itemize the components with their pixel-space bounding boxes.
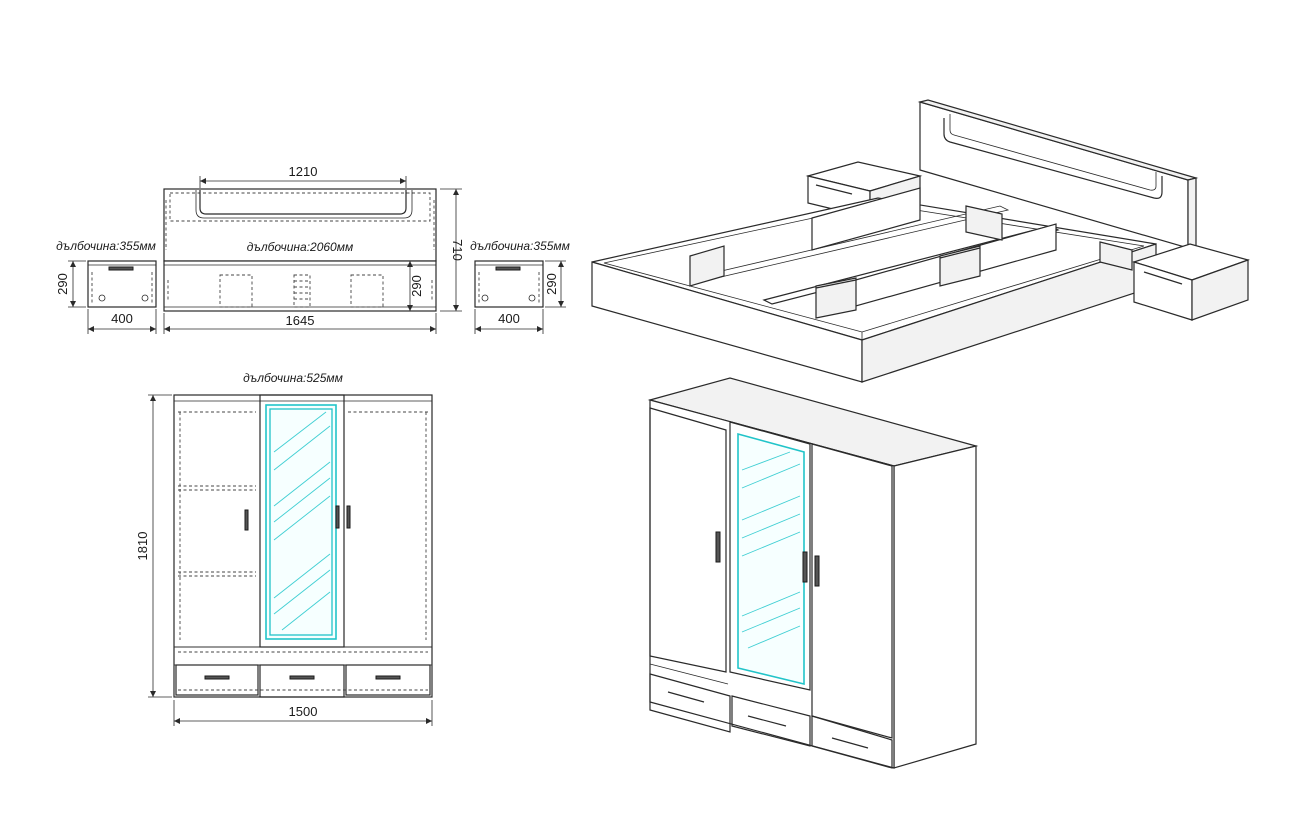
drawer-2-handle (289, 675, 315, 680)
wardrobe-handle-mirror (335, 505, 340, 529)
dimension-wardrobe-1810: 1810 (135, 394, 172, 698)
headboard-inner-outline (169, 192, 431, 222)
wardrobe-mirror (265, 404, 337, 640)
nightstand-left-front-view: 290 400 дълбочина:355мм (55, 239, 157, 334)
dim-nightstand-left-width: 400 (111, 311, 133, 326)
wardrobe-depth-label: дълбочина:525мм (243, 371, 343, 385)
bed-isometric-view (591, 99, 1250, 383)
iso-drawer-1 (649, 673, 731, 733)
nightstand-left-depth-label: дълбочина:355мм (56, 239, 156, 253)
iso-wardrobe-side (893, 445, 977, 769)
headboard-panel (199, 190, 407, 215)
iso-handle-mirror (802, 551, 808, 583)
drawer-1-handle (204, 675, 230, 680)
bed-support-center (293, 274, 311, 308)
wardrobe-front-view: 1810 1500 дълбочина:525мм (135, 371, 433, 726)
dimension-710: 710 (440, 188, 465, 312)
dim-nightstand-right-width: 400 (498, 311, 520, 326)
iso-handle-right (814, 555, 820, 587)
bed-depth-label: дълбочина:2060мм (247, 240, 353, 254)
dim-bed-width: 1645 (286, 313, 315, 328)
nightstand-right-front-view: 290 400 дълбочина:355мм (470, 239, 570, 334)
iso-door-mirror (729, 421, 811, 691)
dimension-nightstand-left-400: 400 (87, 309, 157, 334)
iso-mirror-hatch (741, 451, 801, 649)
bed-front-view: 1210 1645 710 290 дълбочина:2060мм (163, 164, 465, 334)
wardrobe-drawer-3 (345, 664, 431, 696)
dimension-nightstand-left-290: 290 (55, 260, 86, 308)
dim-bed-height: 710 (450, 239, 465, 261)
wardrobe-drawer-1 (175, 664, 259, 696)
iso-drawer-3 (811, 715, 893, 769)
bed-support-left (219, 274, 253, 308)
nightstand-left-handle (108, 266, 134, 271)
mirror-reflection-hatch (273, 411, 331, 631)
wardrobe-handle-left (244, 509, 249, 531)
dim-headboard-panel-width: 1210 (289, 164, 318, 179)
iso-nightstand-right (1132, 243, 1250, 321)
dim-nightstand-right-height: 290 (544, 273, 559, 295)
iso-drawer-3-handle (831, 737, 869, 749)
wardrobe-drawer-2 (259, 664, 345, 698)
iso-mirror (737, 432, 805, 686)
dim-wardrobe-width: 1500 (289, 704, 318, 719)
drawer-3-handle (375, 675, 401, 680)
iso-drawer-2-handle (747, 715, 787, 727)
dimension-wardrobe-1500: 1500 (173, 700, 433, 726)
iso-headboard (917, 99, 1199, 249)
iso-drawer-1-handle (667, 691, 705, 703)
iso-handle-left (715, 531, 721, 563)
dimension-1210: 1210 (199, 164, 407, 188)
nightstand-right-depth-label: дълбочина:355мм (470, 239, 570, 253)
dim-wardrobe-height: 1810 (135, 532, 150, 561)
headboard-panel-outer (195, 190, 413, 219)
dimension-bed-290: 290 (407, 261, 424, 311)
nightstand-right-handle (495, 266, 521, 271)
bed-base (163, 260, 437, 312)
dimension-1645: 1645 (163, 313, 437, 334)
dimension-nightstand-right-400: 400 (474, 309, 544, 334)
bed-support-right (350, 274, 384, 308)
wardrobe-handle-right (346, 505, 351, 529)
wardrobe-isometric-view (647, 377, 979, 769)
iso-drawer-2 (731, 695, 811, 747)
dim-bed-base-height: 290 (409, 275, 424, 297)
iso-door-right (811, 443, 893, 739)
dimension-nightstand-right-290: 290 (544, 260, 566, 308)
dim-nightstand-left-height: 290 (55, 273, 70, 295)
iso-door-left (649, 407, 727, 673)
iso-bed-frame (591, 187, 1157, 383)
bed-headboard (163, 188, 437, 262)
